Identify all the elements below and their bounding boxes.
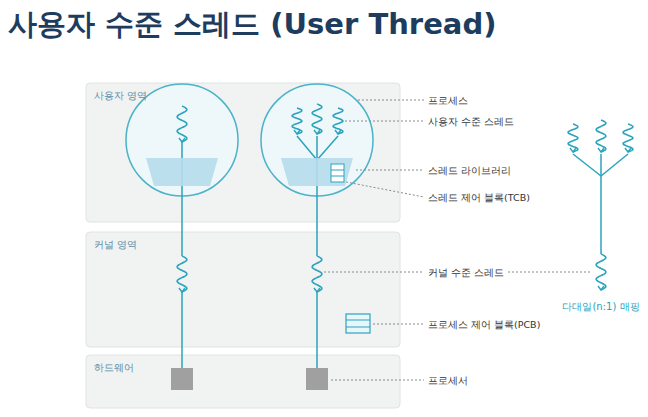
callout-label: 프로세스 <box>428 94 468 107</box>
leader-line <box>346 182 424 197</box>
thread-curve <box>333 108 343 134</box>
thread-squiggle <box>292 108 302 134</box>
leader-line <box>331 380 424 381</box>
thread-head <box>335 130 341 134</box>
thread-wire <box>600 176 602 254</box>
leader-line <box>373 324 424 325</box>
thread-wires <box>182 136 628 368</box>
thread-curve <box>177 106 187 142</box>
merge-wire <box>573 154 601 176</box>
band-ground <box>86 355 400 408</box>
merge-wire <box>601 154 628 176</box>
thread-wire <box>181 292 183 368</box>
thread-head <box>598 148 604 152</box>
thread-library <box>146 158 218 186</box>
region-band: 하드웨어 <box>86 355 400 408</box>
thread-squiggle <box>177 106 187 142</box>
thread-squiggle <box>312 256 322 292</box>
page-title: 사용자 수준 스레드 (User Thread) <box>8 6 496 42</box>
tcb-line <box>331 176 344 177</box>
thread-squiggle <box>596 254 606 290</box>
thread-curve <box>312 104 322 134</box>
thread-head <box>179 288 185 292</box>
thread-curve <box>596 254 606 290</box>
thread-wire <box>316 292 318 368</box>
thread-squiggles <box>177 104 633 292</box>
thread-curve <box>623 124 633 152</box>
region-label: 사용자 영역 <box>94 89 147 102</box>
thread-head <box>179 138 185 142</box>
leader-line <box>508 272 592 273</box>
thread-squiggle <box>333 108 343 134</box>
merge-wire <box>297 136 317 160</box>
leader-line <box>356 170 424 171</box>
thread-curve <box>292 108 302 134</box>
mapping-caption: 다대일(n:1) 매핑 <box>562 300 639 313</box>
thread-library <box>281 158 353 186</box>
thread-squiggle <box>312 104 322 134</box>
callout-label: 커널 수준 스레드 <box>428 266 504 279</box>
callout-label: 프로세스 제어 블록(PCB) <box>428 318 540 331</box>
tcb-line <box>331 170 344 171</box>
thread-head <box>314 288 320 292</box>
merge-wire <box>600 154 602 176</box>
thread-curve <box>568 124 578 152</box>
thread-squiggle <box>177 256 187 292</box>
thread-head <box>294 130 300 134</box>
merge-wire <box>317 136 338 160</box>
band-ground <box>86 83 400 222</box>
pcb-line <box>346 327 370 328</box>
thread-head <box>570 148 576 152</box>
band-layer <box>86 83 400 408</box>
tcb-box <box>331 164 344 182</box>
thread-squiggle <box>568 124 578 152</box>
process-circle <box>261 84 373 196</box>
merge-wire <box>316 136 318 160</box>
thread-head <box>598 286 604 290</box>
callout-label: 프로세서 <box>428 374 468 387</box>
leader-lines <box>324 100 424 380</box>
thread-curve <box>312 256 322 292</box>
thread-squiggle <box>623 124 633 152</box>
thread-head <box>314 130 320 134</box>
band-ground <box>86 232 400 347</box>
thread-squiggle <box>596 120 606 152</box>
leader-line <box>358 100 424 101</box>
region-band: 사용자 영역 <box>86 83 400 222</box>
processor-square <box>306 368 328 390</box>
pcb-box <box>346 314 370 333</box>
tcb-icon <box>331 164 344 182</box>
callout-label: 스레드 제어 블록(TCB) <box>428 191 530 204</box>
thread-head <box>625 148 631 152</box>
leader-line <box>345 121 424 122</box>
leader-line <box>324 272 424 273</box>
processor-square <box>171 368 193 390</box>
region-label: 커널 영역 <box>94 238 137 251</box>
thread-curve <box>177 256 187 292</box>
thread-curve <box>596 120 606 152</box>
pcb-icon <box>346 314 370 333</box>
callout-label: 스레드 라이브러리 <box>428 164 511 177</box>
region-band: 커널 영역 <box>86 232 400 347</box>
region-label: 하드웨어 <box>94 361 134 374</box>
pcb-line <box>346 320 370 321</box>
callout-label: 사용자 수준 스레드 <box>428 115 514 128</box>
